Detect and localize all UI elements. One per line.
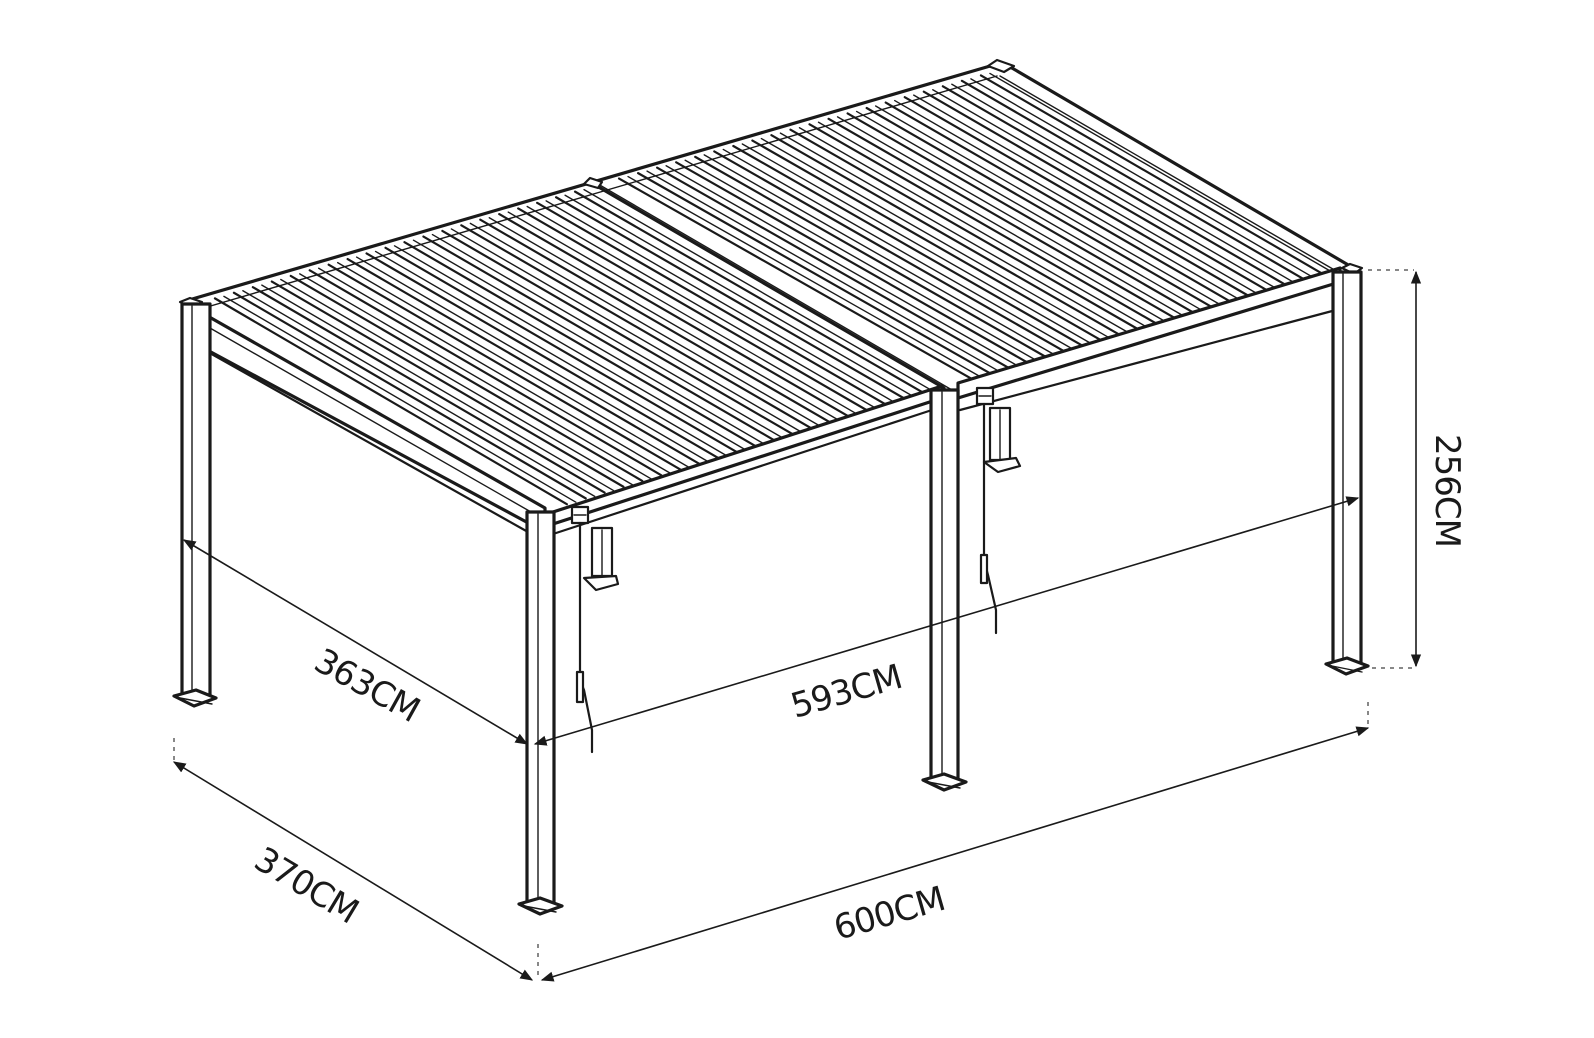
post-front-middle — [921, 388, 968, 792]
post-back-right — [1324, 270, 1370, 676]
motor-unit-left — [570, 505, 620, 754]
dimension-labels: 363CM 593CM 256CM 370CM 600CM — [247, 434, 1467, 949]
posts — [172, 270, 1370, 916]
post-front-left — [517, 510, 564, 916]
post-back-left — [172, 302, 218, 708]
dim-label-outer-width: 600CM — [829, 879, 949, 949]
roof-slats — [213, 72, 1336, 506]
dim-label-height: 256CM — [1427, 434, 1467, 547]
roof-frame — [178, 58, 1364, 536]
motor-unit-right — [975, 386, 1022, 635]
dim-label-inner-width: 593CM — [786, 657, 906, 727]
dim-label-inner-depth: 363CM — [308, 641, 426, 731]
dim-label-outer-depth: 370CM — [247, 839, 364, 931]
dimension-lines — [172, 269, 1422, 982]
